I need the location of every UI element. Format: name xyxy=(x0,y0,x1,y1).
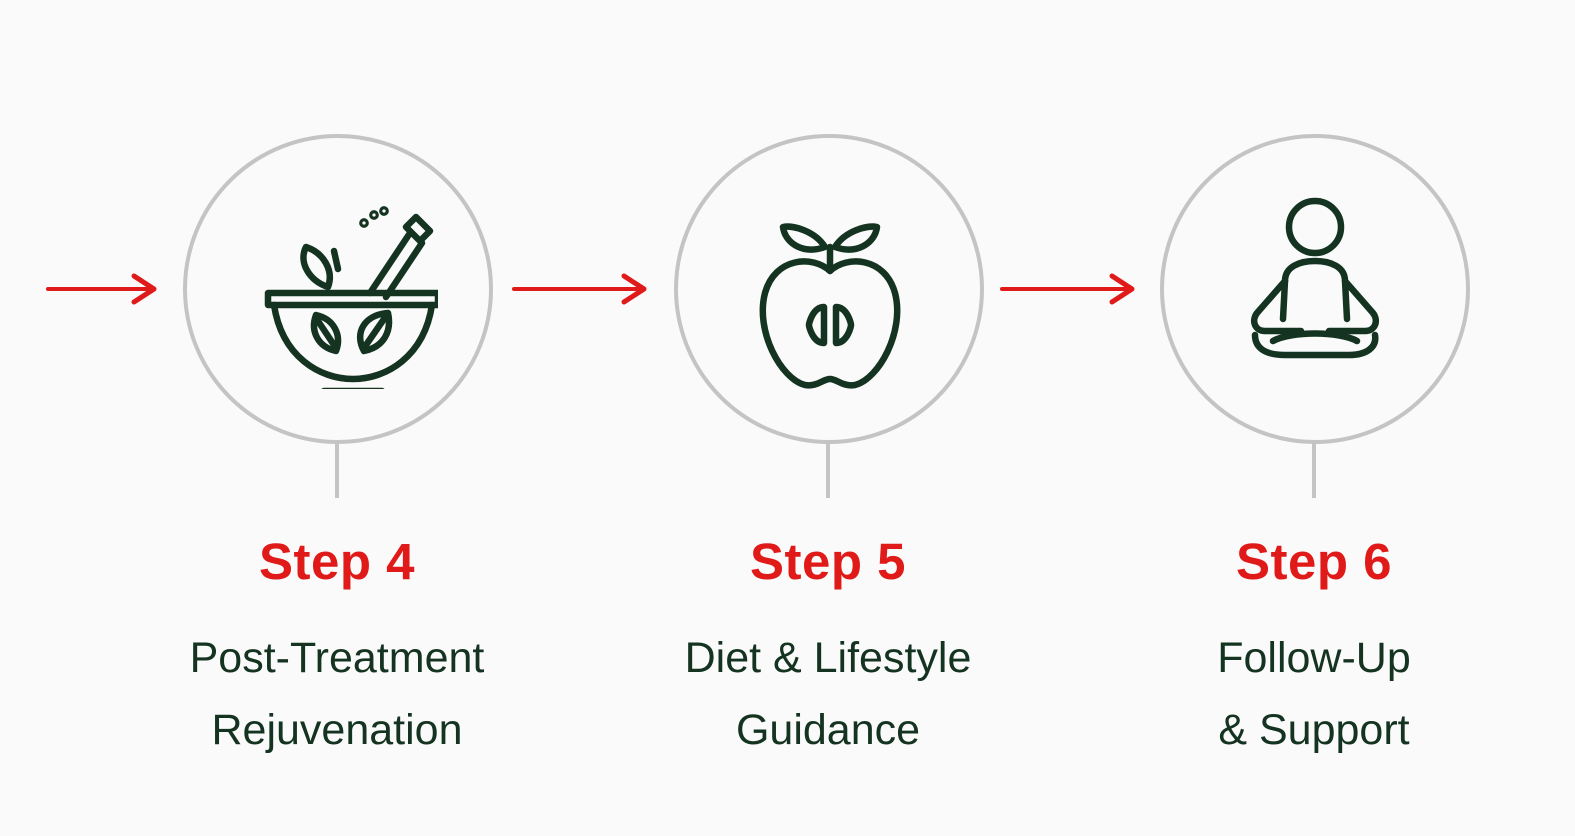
step-4-description: Post-Treatment Rejuvenation xyxy=(127,622,547,766)
step-4-description-line-1: Post-Treatment xyxy=(189,634,485,682)
flow-arrow-into-step-4 xyxy=(46,270,162,308)
step-6-description-line-2: & Support xyxy=(1218,706,1410,754)
step-4-circle xyxy=(183,134,493,444)
flow-arrow-step-5-to-6 xyxy=(1000,270,1140,308)
step-4-connector xyxy=(335,442,339,498)
step-6-circle xyxy=(1160,134,1470,444)
step-6-description-line-1: Follow-Up xyxy=(1217,634,1411,682)
mortar-pestle-herbs-icon xyxy=(264,206,438,389)
apple-icon xyxy=(759,223,901,389)
step-5-connector xyxy=(826,442,830,498)
step-4-description-line-2: Rejuvenation xyxy=(211,706,463,754)
meditation-pose-icon xyxy=(1251,197,1379,359)
step-6-description: Follow-Up & Support xyxy=(1104,622,1524,766)
step-5-title: Step 5 xyxy=(749,533,907,590)
step-6-title: Step 6 xyxy=(1235,533,1393,590)
right-arrow-icon xyxy=(512,273,647,305)
right-arrow-icon xyxy=(1000,273,1135,305)
step-5-description: Diet & Lifestyle Guidance xyxy=(618,622,1038,766)
step-4-title: Step 4 xyxy=(258,533,416,590)
step-4-label: Step 4 Post-Treatment Rejuvenation xyxy=(127,530,547,766)
step-5-circle xyxy=(674,134,984,444)
step-5-label: Step 5 Diet & Lifestyle Guidance xyxy=(618,530,1038,766)
flow-arrow-step-4-to-5 xyxy=(512,270,652,308)
step-6-connector xyxy=(1312,442,1316,498)
step-5-description-line-1: Diet & Lifestyle xyxy=(684,634,972,682)
step-5-description-line-2: Guidance xyxy=(735,706,921,754)
step-6-label: Step 6 Follow-Up & Support xyxy=(1104,530,1524,766)
right-arrow-icon xyxy=(46,273,157,305)
